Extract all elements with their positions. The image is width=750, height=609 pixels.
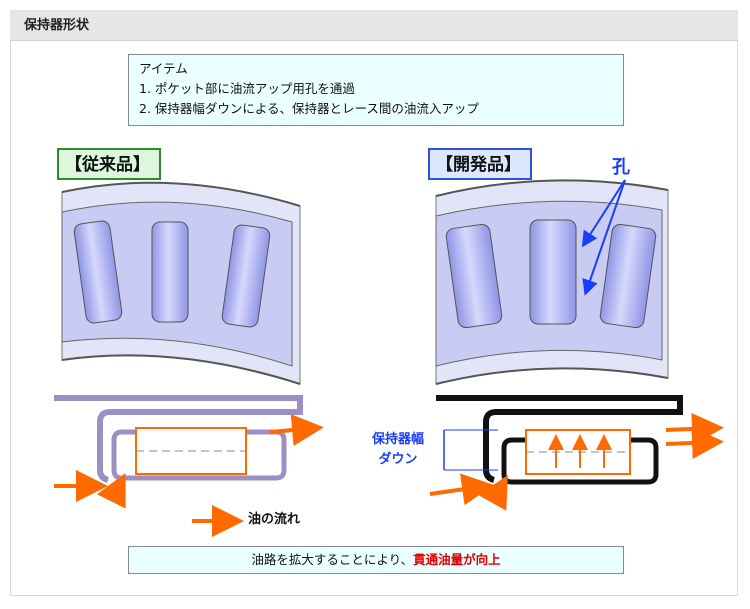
result-prefix: 油路を拡大することにより、 <box>251 552 414 567</box>
conventional-bearing <box>61 181 301 385</box>
developed-bearing <box>435 179 669 385</box>
conventional-label: 【従来品】 <box>57 148 161 180</box>
oil-flow-legend: 油の流れ <box>248 512 301 527</box>
item-box: アイテム 1. ポケット部に油流アップ用孔を通過 2. 保持器幅ダウンによる、保… <box>128 54 624 126</box>
hole-label: 孔 <box>612 157 630 178</box>
width-label-line2: ダウン <box>378 452 418 467</box>
section-header: 保持器形状 <box>10 10 738 41</box>
developed-label: 【開発品】 <box>428 148 532 180</box>
width-down-label: 保持器幅 ダウン <box>356 430 440 470</box>
item-2: 2. 保持器幅ダウンによる、保持器とレース間の油流入アップ <box>139 101 479 116</box>
result-highlight: 貫通油量が向上 <box>413 552 501 567</box>
item-title: アイテム <box>139 61 188 76</box>
developed-section <box>429 395 724 511</box>
item-1: 1. ポケット部に油流アップ用孔を通過 <box>139 81 355 96</box>
conventional-section <box>54 395 324 537</box>
width-label-line1: 保持器幅 <box>371 432 424 447</box>
result-box: 油路を拡大することにより、貫通油量が向上 <box>128 546 624 574</box>
